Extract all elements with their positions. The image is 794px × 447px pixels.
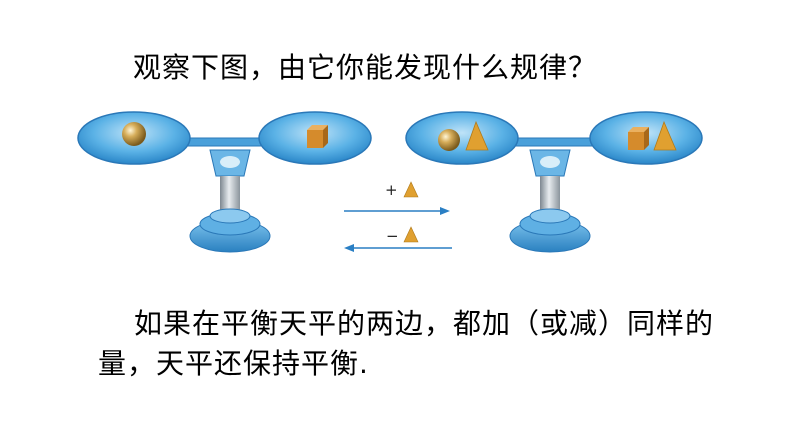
cone-weight-icon xyxy=(403,181,419,198)
subtract-sign: − xyxy=(386,227,399,245)
question-heading: 观察下图，由它你能发现什么规律？ xyxy=(133,51,598,84)
sphere-weight-icon xyxy=(438,129,460,151)
balance-right xyxy=(405,111,703,253)
right-pan-left xyxy=(405,111,519,165)
sphere-weight-icon xyxy=(122,122,146,146)
add-sign: + xyxy=(385,181,398,199)
cube-weight-icon xyxy=(628,127,649,150)
conclusion-text: 如果在平衡天平的两边，都加（或减）同样的量，天平还保持平衡. xyxy=(98,307,715,380)
subtract-operation xyxy=(344,226,452,252)
balance-left xyxy=(77,111,372,253)
cone-weight-icon xyxy=(653,120,677,151)
add-operation xyxy=(344,181,450,215)
cone-weight-icon xyxy=(465,120,489,151)
cone-weight-icon xyxy=(403,226,419,243)
cube-weight-icon xyxy=(307,125,328,148)
